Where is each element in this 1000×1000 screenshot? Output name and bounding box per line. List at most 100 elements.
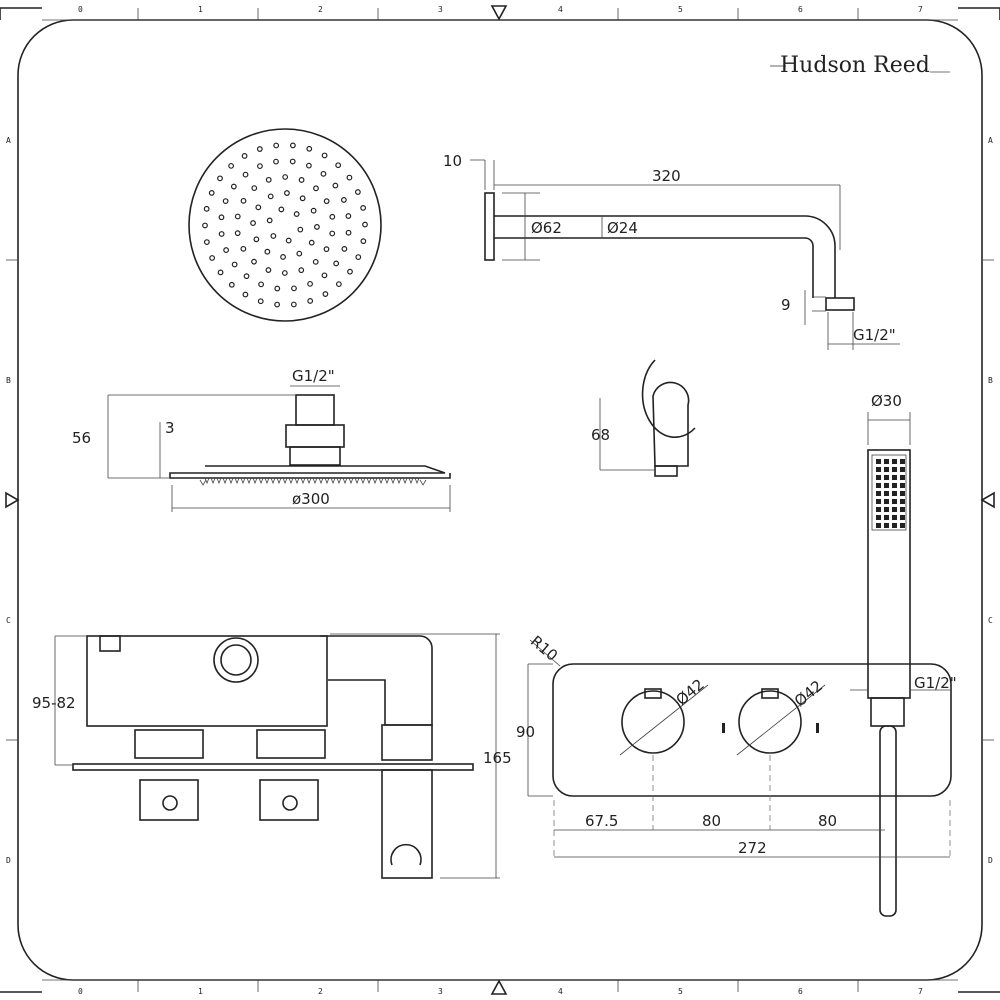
nozzle-hole — [203, 205, 210, 212]
ruler-row-label: B — [988, 376, 993, 385]
nozzle-hole — [299, 195, 306, 202]
nozzle-hole — [257, 163, 263, 170]
handset-nozzle — [900, 515, 905, 520]
handset-nozzle — [876, 475, 881, 480]
handset-nozzle — [876, 523, 881, 528]
ruler-row-label: D — [6, 856, 11, 865]
nozzle-hole — [321, 152, 328, 159]
dim-arm-length: 320 — [652, 167, 681, 185]
nozzle-hole — [270, 233, 277, 239]
nozzle-hole — [273, 158, 279, 165]
dim-spacing-1: 80 — [702, 812, 721, 830]
handset-nozzle — [884, 483, 889, 488]
nozzle-hole — [203, 239, 210, 245]
ruler-col-label: 5 — [678, 987, 683, 996]
nozzle-hole — [332, 182, 339, 189]
nozzle-hole — [264, 248, 271, 255]
nozzle-hole — [250, 220, 256, 226]
nozzle-hole — [209, 255, 216, 261]
nozzle-hole — [323, 198, 330, 205]
nozzle-hole — [242, 291, 249, 298]
nozzle-hole — [291, 285, 297, 292]
nozzle-hole — [347, 268, 353, 275]
dim-arm-plate-dia: Ø62 — [531, 219, 562, 237]
dim-valve-depth: 95-82 — [32, 694, 76, 712]
ruler-col-label: 6 — [798, 5, 803, 14]
nozzle-hole — [255, 204, 262, 211]
handset-nozzle — [884, 491, 889, 496]
handset-nozzle — [884, 515, 889, 520]
nozzle-hole — [281, 270, 288, 276]
nozzle-hole — [285, 237, 292, 244]
nozzle-hole — [306, 162, 312, 169]
nozzle-hole — [314, 224, 320, 230]
nozzle-hole — [282, 174, 289, 180]
valve-front-plate: R10 90 Ø42 Ø42 G1/2" 67.5 80 80 272 — [516, 632, 957, 860]
nozzle-hole — [218, 214, 225, 221]
nozzle-hole — [312, 258, 319, 265]
nozzle-hole — [307, 298, 314, 304]
ruler-row-label: C — [988, 616, 993, 625]
ruler-columns-top: 0 1 2 3 4 5 6 7 — [78, 5, 923, 14]
nozzle-hole — [345, 213, 352, 219]
handset-nozzle — [884, 467, 889, 472]
ruler-rows: A B C D A B C D — [6, 136, 993, 865]
nozzle-hole — [321, 272, 328, 279]
ruler-col-label: 7 — [918, 987, 923, 996]
handset-nozzle — [892, 467, 897, 472]
handset-nozzle — [900, 475, 905, 480]
nozzle-hole — [234, 230, 241, 237]
nozzle-hole — [306, 145, 313, 152]
nozzle-hole — [256, 146, 263, 152]
ruler-col-label: 5 — [678, 5, 683, 14]
shower-head-side-view: G1/2" 56 3 ø300 — [72, 367, 451, 512]
nozzle-hole — [258, 281, 264, 288]
ruler-col-label: 6 — [798, 987, 803, 996]
nozzle-hole — [284, 190, 290, 196]
wall-outlet: 68 — [591, 359, 696, 477]
nozzle-hole — [340, 197, 347, 203]
nozzle-hole — [307, 280, 313, 287]
handset-nozzle — [876, 467, 881, 472]
nozzle-hole — [346, 174, 353, 181]
nozzle-hole — [360, 205, 367, 211]
handset-nozzle — [892, 491, 897, 496]
ruler-col-label: 2 — [318, 5, 323, 14]
nozzle-hole — [320, 170, 327, 177]
shower-arm: 10 320 Ø62 Ø24 9 G1/2" — [443, 152, 900, 350]
handset-nozzle — [884, 523, 889, 528]
valve-side-view: 95-82 165 — [32, 633, 512, 879]
nozzle-hole — [230, 183, 237, 190]
ruler-row-label: A — [6, 136, 11, 145]
nozzle-hole — [345, 229, 352, 236]
handset-nozzle — [900, 523, 905, 528]
nozzle-hole — [234, 213, 241, 220]
handset-nozzle — [892, 523, 897, 528]
nozzle-hole — [290, 301, 297, 308]
nozzle-hole — [241, 153, 248, 159]
ruler-col-label: 3 — [438, 987, 443, 996]
dim-arm-wall-plate: 10 — [443, 152, 462, 170]
nozzle-hole — [298, 267, 305, 274]
nozzle-hole — [223, 247, 230, 253]
nozzle-hole — [360, 238, 367, 245]
nozzle-hole — [335, 162, 342, 169]
drawing-frame — [0, 5, 1000, 995]
handset-nozzle — [892, 507, 897, 512]
nozzle-hole — [267, 193, 274, 200]
nozzle-hole — [297, 226, 304, 233]
nozzle-hole — [280, 254, 286, 260]
handset-nozzle — [876, 499, 881, 504]
handset-nozzle — [892, 515, 897, 520]
nozzle-hole — [231, 261, 238, 268]
handset-nozzle — [876, 459, 881, 464]
nozzle-hole — [265, 267, 272, 273]
nozzle-hole — [240, 245, 247, 252]
nozzle-hole — [308, 239, 315, 246]
dim-head-dia: ø300 — [292, 490, 330, 508]
nozzle-hole — [257, 298, 264, 305]
handset-nozzle — [900, 483, 905, 488]
nozzle-hole — [274, 285, 281, 292]
nozzle-hole — [208, 189, 215, 196]
handset-nozzle — [892, 499, 897, 504]
